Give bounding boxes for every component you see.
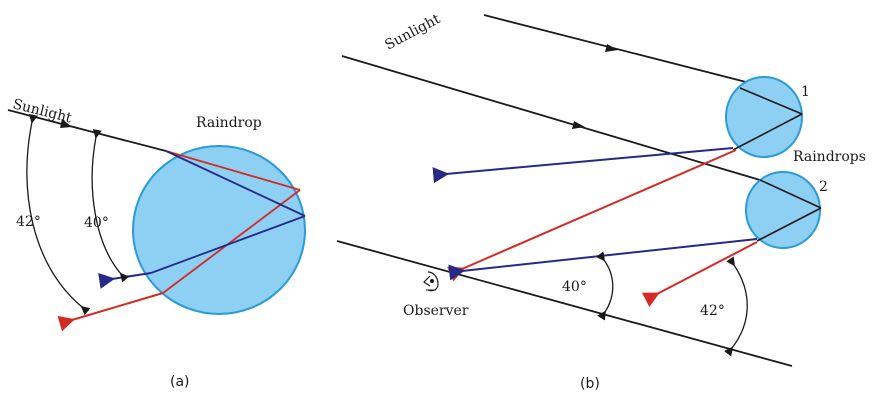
- raindrop-a: [132, 145, 306, 315]
- violet-ray-inside-1-a: [165, 150, 306, 217]
- angle-label-42-a: 42°: [16, 214, 41, 230]
- observer-label-b: Observer: [403, 303, 469, 319]
- angle-arc-42-b: [723, 256, 748, 357]
- caption-a: (a): [170, 374, 190, 390]
- angle-arc-40-b: [596, 251, 614, 321]
- drop2-internal-out-b: [756, 207, 822, 242]
- sunlight-label-b: Sunlight: [382, 11, 443, 54]
- angle-arc-40-a: [91, 129, 130, 283]
- angle-label-40-a: 40°: [84, 215, 109, 231]
- violet-ray-drop2-b: [448, 238, 758, 281]
- angle-label-42-b: 42°: [700, 303, 725, 319]
- angle-arc-42-a: [26, 113, 91, 316]
- sunlight-ray-lower-b: [341, 55, 761, 181]
- drop1-internal-out-b: [732, 113, 803, 151]
- red-ray-inside-1-a: [165, 150, 301, 191]
- red-ray-drop1-b: [447, 149, 737, 282]
- sunlight-arrow-upper-b: [605, 44, 618, 52]
- raindrop-2-b: [745, 171, 821, 249]
- panel-b: Sunlight 1 Raindrops 2 Observer 40° 42° …: [336, 11, 866, 392]
- ground-line-b: [336, 240, 793, 367]
- sunlight-label-a: Sunlight: [11, 96, 74, 126]
- drop1-internal-in-b: [739, 87, 803, 115]
- red-ray-out-a: [57, 292, 164, 332]
- drop2-number-b: 2: [819, 179, 828, 195]
- observer-eye-icon: [423, 271, 439, 292]
- drop2-internal-in-b: [759, 179, 822, 209]
- sunlight-arrow-lower-b: [572, 121, 585, 129]
- red-ray-inside-2-a: [162, 189, 301, 294]
- violet-ray-drop1-b: [432, 147, 734, 184]
- violet-ray-inside-2-a: [150, 215, 306, 274]
- drop1-number-b: 1: [801, 84, 810, 100]
- angle-label-40-b: 40°: [562, 279, 587, 295]
- raindrop-1-b: [725, 76, 803, 158]
- panel-a: Sunlight Raindrop 42° 40° (a): [7, 96, 306, 390]
- caption-b: (b): [580, 376, 600, 392]
- raindrop-label-a: Raindrop: [196, 115, 262, 131]
- red-ray-drop2-b: [641, 241, 758, 308]
- violet-ray-out-a: [98, 272, 152, 289]
- raindrops-label-b: Raindrops: [793, 149, 866, 165]
